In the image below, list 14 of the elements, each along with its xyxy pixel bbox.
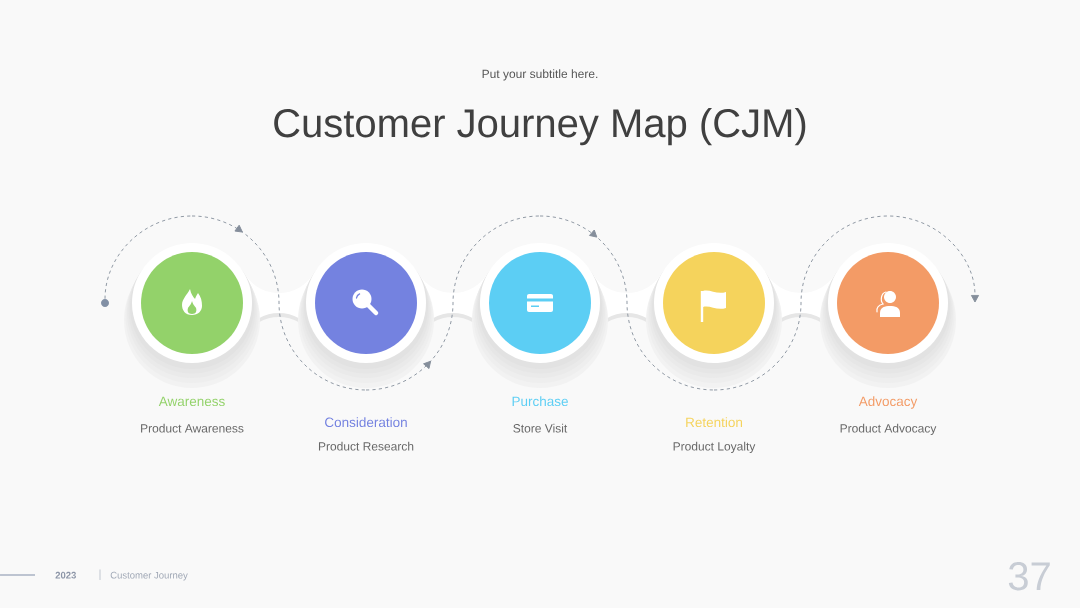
stage-title: Advocacy [858,396,918,409]
stage-description: Product Awareness [141,423,244,433]
stage-title: Consideration [325,417,407,428]
stage-description: Store Visit [513,423,568,433]
stage-title: Awareness [158,396,225,407]
subtitle: Put your subtitle here. [482,69,598,81]
slide-title: Customer Journey Map (CJM) [274,108,806,146]
stage-description: Product Loyalty [673,441,756,453]
stage-title: Purchase [512,396,568,407]
footer-text: Customer Journey [110,571,188,581]
stage-title: Retention [686,417,742,428]
stage-description: Product Research [318,441,414,451]
stage-description: Product Advocacy [840,423,937,435]
footer-year: 2023 [55,571,76,579]
